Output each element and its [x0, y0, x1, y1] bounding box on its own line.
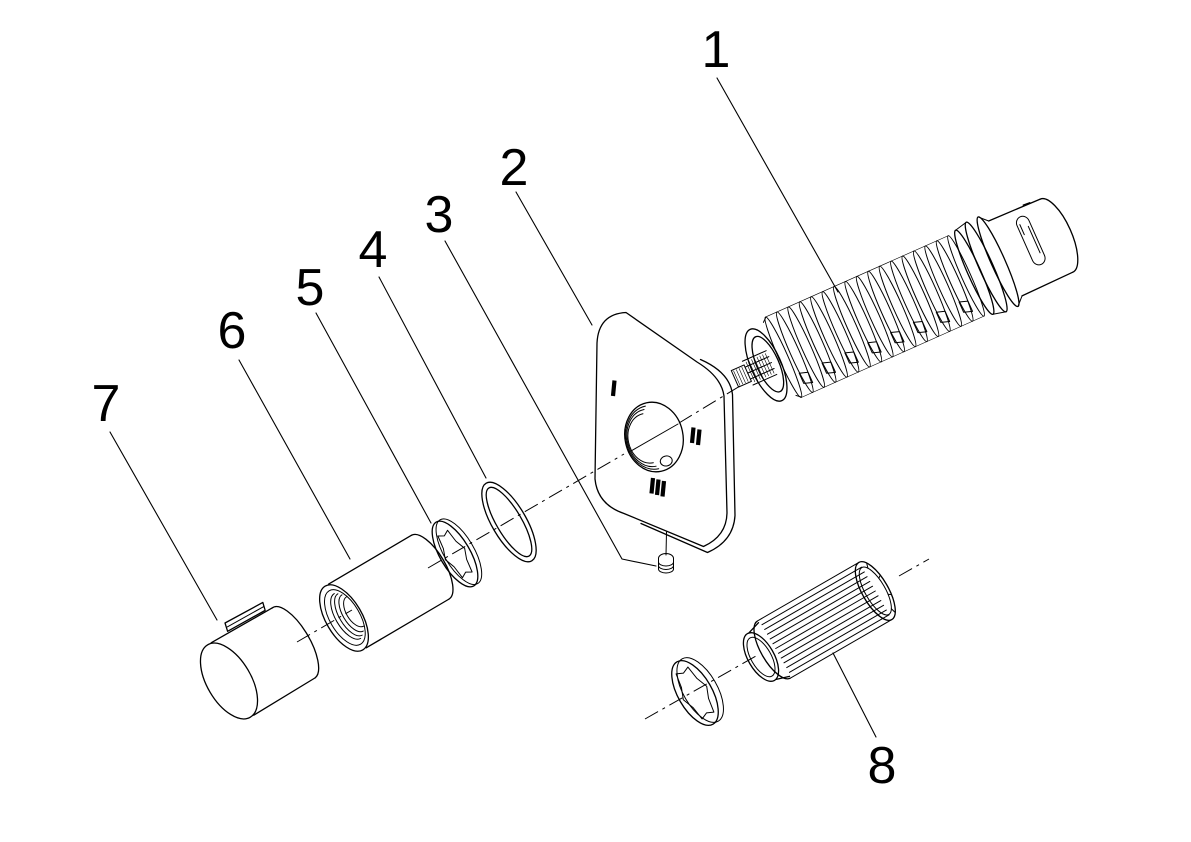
leader-6 [238, 359, 351, 560]
part-7-cap-drawing [199, 601, 320, 720]
leader-lines [109, 77, 877, 738]
leader-3 [444, 240, 657, 567]
part-1-cartridge-drawing [730, 197, 1079, 402]
part-label-5: 5 [296, 259, 325, 317]
plate-index-marks [610, 380, 702, 497]
spline-washer-drawing [671, 657, 724, 726]
part-4-o-ring-drawing [481, 481, 537, 563]
part-label-1: 1 [702, 21, 731, 79]
center-lines [296, 385, 930, 720]
part-label-7: 7 [92, 375, 121, 433]
part-label-8: 8 [868, 737, 897, 795]
part-label-2: 2 [500, 139, 529, 197]
part-8-fluted-sleeve-drawing [742, 561, 896, 682]
leader-4 [378, 276, 487, 479]
part-2-escutcheon-drawing [594, 311, 736, 554]
leader-7 [109, 431, 218, 621]
part-5-spline-ring-drawing [431, 518, 483, 588]
part-6-sleeve-drawing [318, 533, 454, 652]
leader-2 [515, 191, 593, 326]
callout-labels: 1 2 3 4 5 6 7 8 [92, 21, 897, 795]
leader-8 [832, 652, 877, 738]
part-label-4: 4 [359, 221, 388, 279]
part-label-6: 6 [218, 302, 247, 360]
leader-5 [315, 312, 432, 524]
part-label-3: 3 [425, 186, 454, 244]
leader-1 [716, 77, 839, 293]
part-3-set-screw-drawing [658, 553, 674, 574]
